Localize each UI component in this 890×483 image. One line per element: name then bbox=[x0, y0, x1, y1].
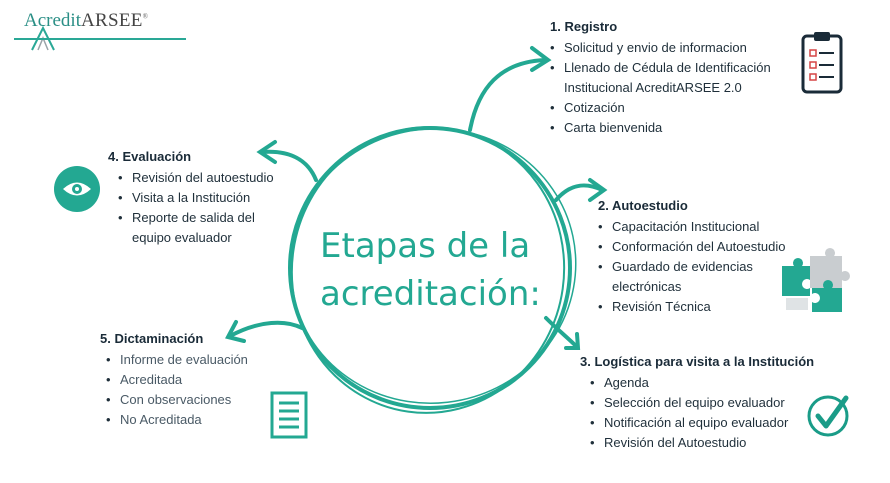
step-heading: 5. Dictaminación bbox=[100, 331, 204, 346]
arrow-to-logistica bbox=[544, 316, 578, 348]
step-items: Informe de evaluación Acreditada Con obs… bbox=[100, 350, 270, 430]
step-items: Capacitación Institucional Conformación … bbox=[598, 217, 798, 317]
list-item: Informe de evaluación bbox=[106, 350, 270, 370]
list-item: Con observaciones bbox=[106, 390, 270, 410]
list-item: Agenda bbox=[590, 373, 850, 393]
clipboard-checklist-icon bbox=[801, 32, 843, 94]
arrowhead-dictaminacion bbox=[225, 320, 246, 343]
arrow-to-evaluacion bbox=[260, 149, 318, 182]
list-item: Selección del equipo evaluador bbox=[590, 393, 850, 413]
logo-part1: Acredit bbox=[24, 10, 81, 31]
list-item: Llenado de Cédula de Identificación Inst… bbox=[550, 58, 800, 98]
step-items: Solicitud y envio de informacion Llenado… bbox=[550, 38, 800, 138]
title-line-1: Etapas de la bbox=[320, 226, 531, 266]
cycle-ring-3 bbox=[289, 127, 577, 405]
puzzle-icon bbox=[782, 248, 850, 312]
logo-registered-mark: ® bbox=[142, 12, 148, 21]
list-item: Capacitación Institucional bbox=[598, 217, 798, 237]
step-heading: 2. Autoestudio bbox=[598, 198, 688, 213]
step-evaluacion: 4. Evaluación Revisión del autoestudio V… bbox=[108, 149, 298, 248]
step-items: Agenda Selección del equipo evaluador No… bbox=[580, 373, 850, 453]
document-icon bbox=[270, 391, 308, 439]
arrow-to-autoestudio bbox=[554, 183, 604, 202]
cycle-ring-2 bbox=[290, 126, 566, 414]
list-item: Conformación del Autoestudio bbox=[598, 237, 798, 257]
list-item: Acreditada bbox=[106, 370, 270, 390]
arrowhead-logistica bbox=[564, 332, 581, 350]
list-item: Revisión del autoestudio bbox=[118, 168, 298, 188]
list-item: Notificación al equipo evaluador bbox=[590, 413, 850, 433]
list-item: Revisión del Autoestudio bbox=[590, 433, 850, 453]
list-item: Solicitud y envio de informacion bbox=[550, 38, 800, 58]
list-item: Carta bienvenida bbox=[550, 118, 800, 138]
step-heading: 1. Registro bbox=[550, 19, 618, 34]
arrowhead-evaluacion bbox=[256, 140, 277, 164]
list-item: Guardado de evidencias electrónicas bbox=[598, 257, 772, 297]
list-item: Cotización bbox=[550, 98, 800, 118]
list-item: Visita a la Institución bbox=[118, 188, 298, 208]
step-autoestudio: 2. Autoestudio Capacitación Instituciona… bbox=[598, 198, 798, 317]
diagram-title: Etapas de la acreditación: bbox=[320, 222, 541, 318]
arrowhead-autoestudio bbox=[588, 178, 608, 202]
step-items: Revisión del autoestudio Visita a la Ins… bbox=[108, 168, 298, 248]
logo-text: AcreditARSEE® bbox=[24, 10, 148, 32]
list-item: Reporte de salida del equipo evaluador bbox=[118, 208, 282, 248]
step-registro: 1. Registro Solicitud y envio de informa… bbox=[550, 19, 800, 138]
step-logistica: 3. Logística para visita a la Institució… bbox=[580, 354, 850, 453]
arrow-to-registro bbox=[468, 58, 547, 132]
eye-icon bbox=[54, 166, 100, 212]
arrow-to-dictaminacion bbox=[228, 320, 304, 338]
step-heading: 3. Logística para visita a la Institució… bbox=[580, 354, 815, 369]
title-line-2: acreditación: bbox=[320, 274, 541, 314]
list-item: No Acreditada bbox=[106, 410, 270, 430]
arrowhead-registro bbox=[530, 46, 552, 72]
logo-part2: ARSEE bbox=[80, 10, 143, 31]
list-item: Revisión Técnica bbox=[598, 297, 798, 317]
logo-underline bbox=[14, 38, 186, 40]
step-heading: 4. Evaluación bbox=[108, 149, 192, 164]
step-dictaminacion: 5. Dictaminación Informe de evaluación A… bbox=[100, 331, 270, 430]
